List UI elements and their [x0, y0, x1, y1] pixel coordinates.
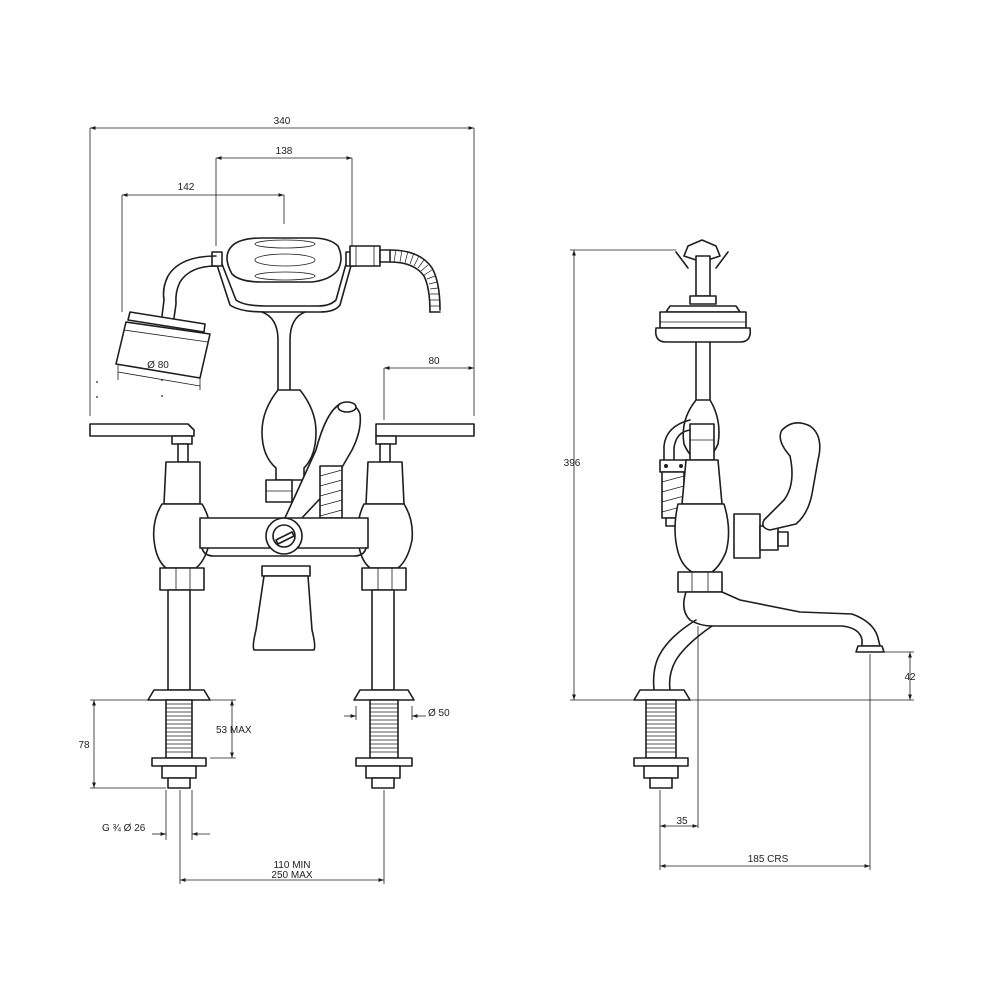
side-view: 396 42 35 185 CRS	[564, 239, 916, 870]
left-pillar	[89, 423, 212, 591]
dim-overall-width: 340	[274, 116, 291, 127]
shower-head	[115, 255, 217, 379]
side-tail	[633, 699, 689, 789]
side-dimensions: 396 42 35 185 CRS	[564, 249, 916, 870]
dim-centres-min: 110 MIN	[273, 860, 310, 871]
dim-spout-height: 42	[904, 672, 916, 683]
side-shower-head	[654, 239, 752, 343]
shower-handset	[226, 237, 391, 283]
dim-thread-max: 53 MAX	[216, 725, 252, 736]
side-body	[674, 422, 821, 593]
dim-spout-reach: 185 CRS	[748, 854, 789, 865]
right-tail	[353, 589, 415, 789]
dim-head-diameter: Ø 80	[147, 360, 169, 371]
front-view: 340 138 142 Ø 80 80 53	[78, 116, 475, 884]
dim-head-offset: 142	[178, 182, 195, 193]
dim-centres-max: 250 MAX	[271, 870, 312, 881]
dim-thread-spec: G ¾ Ø 26	[102, 823, 146, 834]
dim-handle-centres: 138	[276, 146, 293, 157]
dim-overall-height: 396	[564, 458, 581, 469]
dim-spout-offset: 35	[676, 816, 688, 827]
side-spout	[633, 591, 885, 701]
bridge-body	[199, 517, 369, 651]
dim-lever-length: 80	[428, 356, 440, 367]
left-tail	[147, 589, 211, 789]
side-riser	[682, 341, 720, 463]
right-pillar	[356, 423, 475, 591]
shower-hose	[389, 249, 441, 313]
dim-tail-length: 78	[78, 740, 90, 751]
dim-flange-diameter: Ø 50	[428, 708, 450, 719]
front-dimensions: 340 138 142 Ø 80 80 53	[78, 116, 475, 884]
